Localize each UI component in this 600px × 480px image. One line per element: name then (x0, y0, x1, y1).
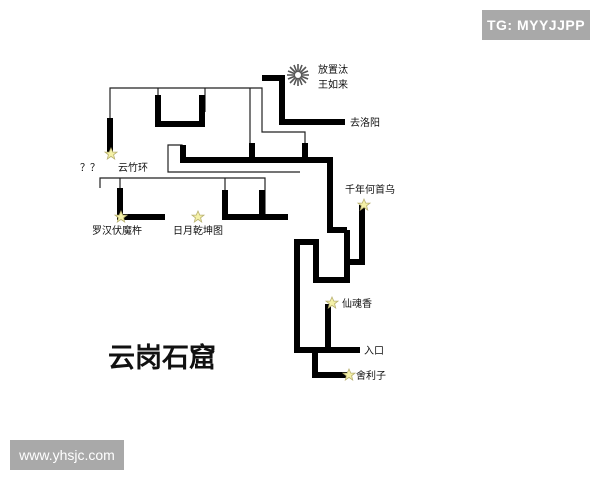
star-icon (190, 210, 206, 223)
label-sheli: 舍利子 (356, 369, 386, 382)
label-xianhun: 仙魂香 (342, 297, 372, 310)
label-riyue: 日月乾坤图 (173, 224, 223, 237)
label-fangzhi-1: 放置汰 (318, 63, 348, 76)
label-qu-luoyang: 去洛阳 (350, 116, 380, 129)
starburst-icon (287, 64, 309, 86)
label-qiannian: 千年何首乌 (345, 183, 395, 196)
label-yunzhuhuan: 云竹环 (118, 161, 148, 174)
label-luohan: 罗汉伏魔杵 (92, 224, 142, 237)
label-rukou: 入口 (364, 346, 384, 357)
star-icon (113, 210, 129, 223)
watermark-bottom: www.yhsjc.com (10, 440, 124, 470)
star-icon (103, 147, 119, 160)
star-icon (356, 198, 372, 211)
star-icon (341, 368, 357, 381)
star-icon (324, 296, 340, 309)
label-fangzhi-2: 王如来 (318, 78, 348, 91)
label-question-marks: ？？ (80, 163, 100, 174)
map-title: 云岗石窟 (108, 342, 216, 374)
watermark-top: TG: MYYJJPP (482, 10, 590, 40)
thick-paths (107, 75, 365, 378)
